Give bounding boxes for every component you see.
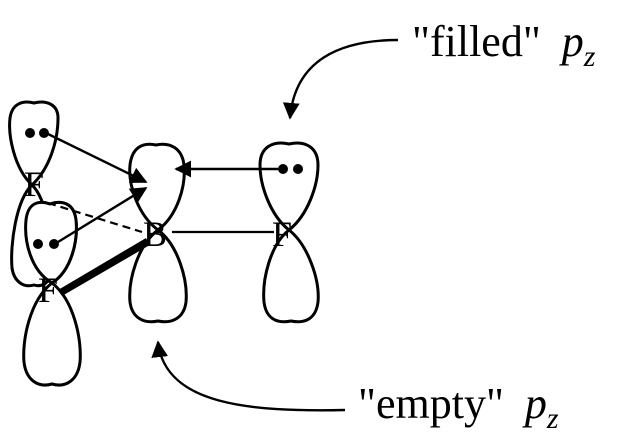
filled-orbital-subscript: z: [583, 40, 596, 73]
atom-label-fluorine-upper-left: F: [24, 164, 44, 204]
boron-empty-pz-orbital: [128, 142, 188, 324]
lone-pair-upper-left: [25, 128, 49, 138]
fluorine-lower-left-bottom-lobe: [22, 281, 82, 387]
donation-arrow-lower-left: [57, 186, 148, 244]
atom-label-boron: B: [143, 214, 167, 254]
filled-pz-label: "filled" pz: [412, 17, 596, 73]
empty-label-pointer-arrow: [151, 340, 346, 412]
filled-label-pointer-arrow: [282, 38, 399, 120]
fluorine-right-top-lobe: [258, 141, 320, 232]
bond-b-f-upper-left: [47, 201, 143, 234]
filled-quote-text: "filled": [412, 17, 541, 66]
empty-orbital-p: p: [522, 379, 547, 428]
lone-pair-right: [278, 164, 303, 174]
atom-label-fluorine-right: F: [272, 214, 292, 254]
bond-b-f-lower-left-wedge: [58, 238, 148, 296]
lone-pair-lower-left: [33, 239, 59, 249]
fluorine-upper-left-top-lobe: [8, 100, 60, 188]
fluorine-right-bottom-lobe: [262, 228, 320, 324]
fluorine-right-pz-orbital: [258, 141, 320, 324]
empty-pz-label: "empty" pz: [358, 379, 559, 435]
empty-orbital-subscript: z: [546, 402, 559, 435]
filled-orbital-p: p: [559, 17, 584, 66]
boron-bottom-lobe: [128, 228, 188, 324]
empty-quote-text: "empty": [358, 379, 504, 428]
donation-arrow-upper-left: [47, 132, 148, 184]
atom-label-fluorine-lower-left: F: [38, 270, 58, 310]
